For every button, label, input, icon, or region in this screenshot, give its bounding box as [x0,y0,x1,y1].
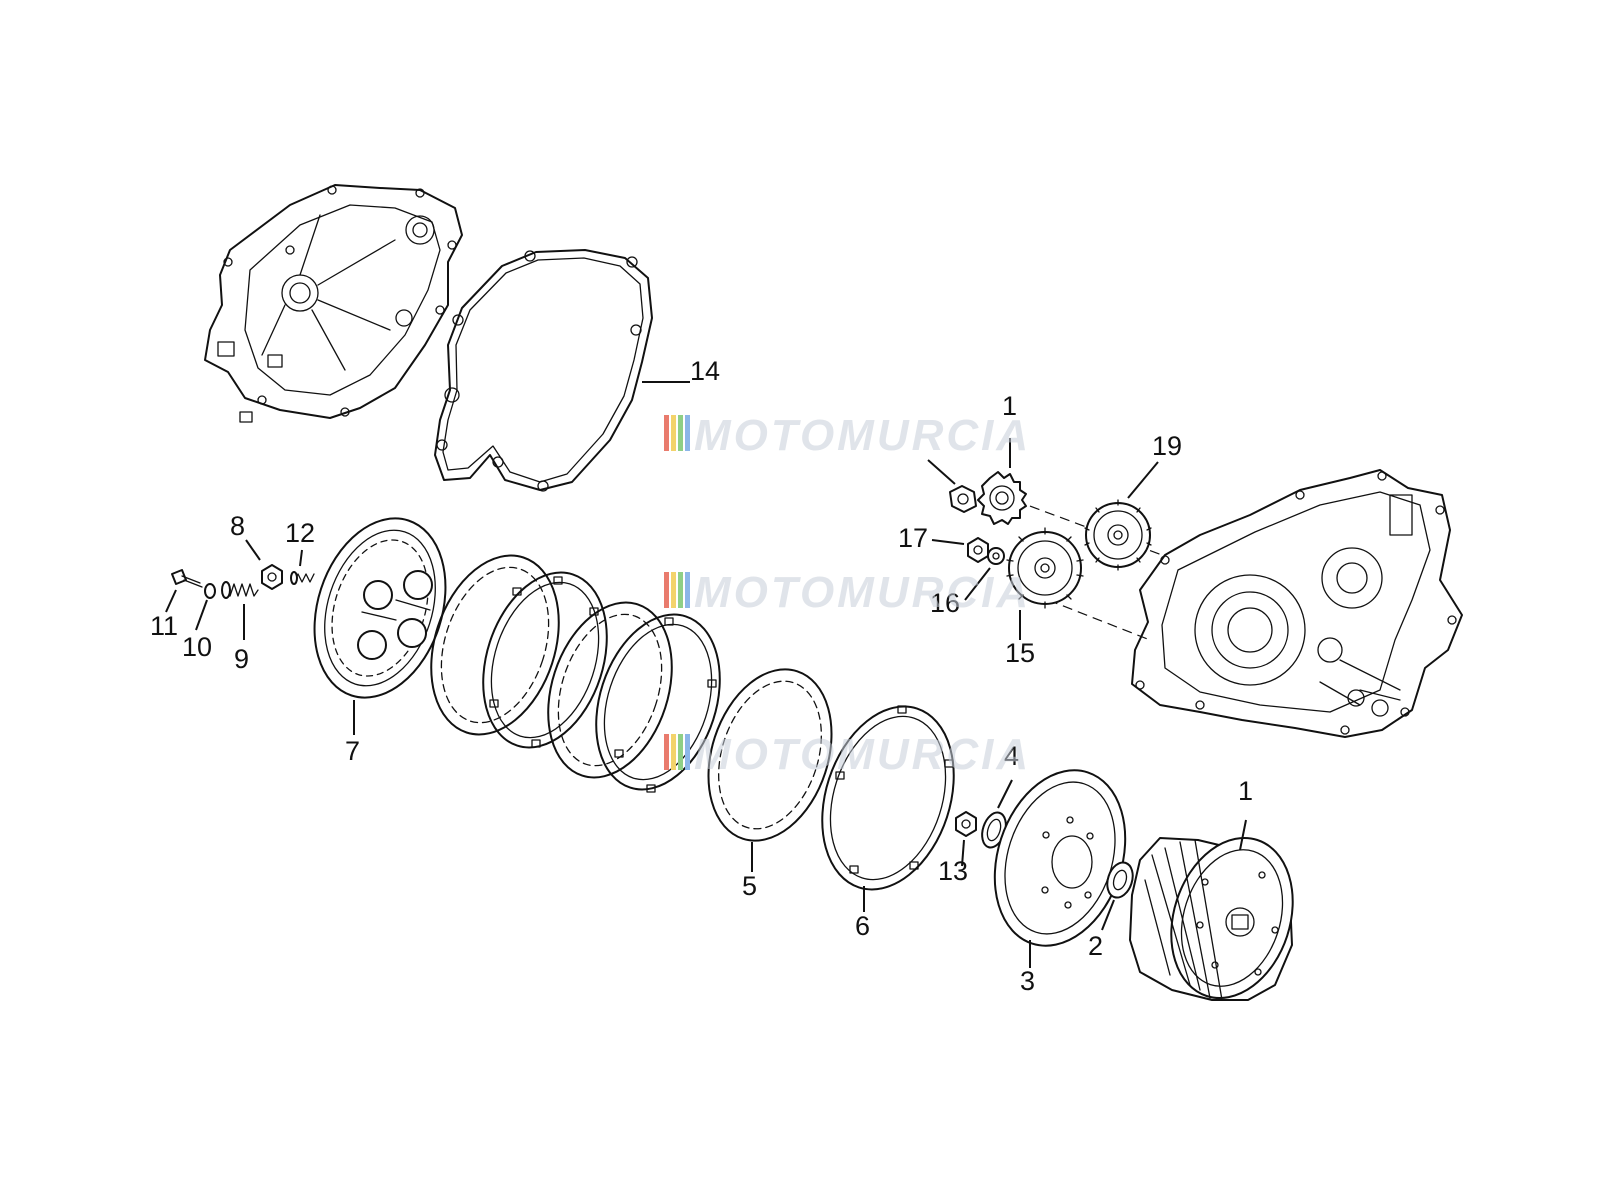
axis-line-upper [999,494,1163,556]
spring-bolt-set [165,539,315,640]
pressure-plate [313,517,447,735]
callout-17: 17 [898,523,928,553]
callout-4: 4 [1004,741,1019,771]
watermark-text-top: MOTOMURCIA [694,411,1031,460]
watermark-text-bottom: MOTOMURCIA [694,730,1031,779]
clutch-disc-friction-b [595,613,721,793]
callout-8: 8 [230,511,245,541]
callout-5: 5 [742,871,757,901]
clutch-inner-hub [993,769,1127,968]
callout-16: 16 [930,588,960,618]
idler-gear [1084,461,1159,571]
clutch-basket [1129,819,1294,1001]
callout-10: 10 [182,632,212,662]
watermark-top: MOTOMURCIA [664,411,1031,460]
pinion-gear [927,438,1027,525]
callout-19: 19 [1152,431,1182,461]
clutch-disc-steel-c [707,668,833,872]
callout-13: 13 [938,856,968,886]
callout-14: 14 [690,356,720,386]
splined-washer [1101,861,1134,931]
clutch-disc-friction-a [482,571,608,749]
watermark-text-middle: MOTOMURCIA [694,568,1031,617]
crankcase-half [1131,469,1463,738]
callout-9: 9 [234,644,249,674]
callout-6: 6 [855,911,870,941]
clutch-cover [204,184,463,423]
callout-3: 3 [1020,966,1035,996]
watermark-bottom: MOTOMURCIA [664,730,1031,779]
reduction-gear [1006,527,1084,640]
clutch-disc-steel-a [430,554,560,736]
callout-11: 11 [150,611,178,641]
watermark-middle: MOTOMURCIA [664,568,1031,617]
callout-2: 2 [1088,931,1103,961]
callout-1-gear: 1 [1002,391,1017,421]
cover-gasket [434,249,690,492]
callout-15: 15 [1005,638,1035,668]
callout-12: 12 [285,518,315,548]
gear-nut-and-washer [931,537,1005,601]
axis-line-lower [1047,599,1151,641]
clutch-disc-steel-b [547,601,673,779]
callout-1-basket: 1 [1238,776,1253,806]
hub-nut [955,811,977,867]
callout-7: 7 [345,736,360,766]
clutch-disc-friction-c [821,705,955,912]
